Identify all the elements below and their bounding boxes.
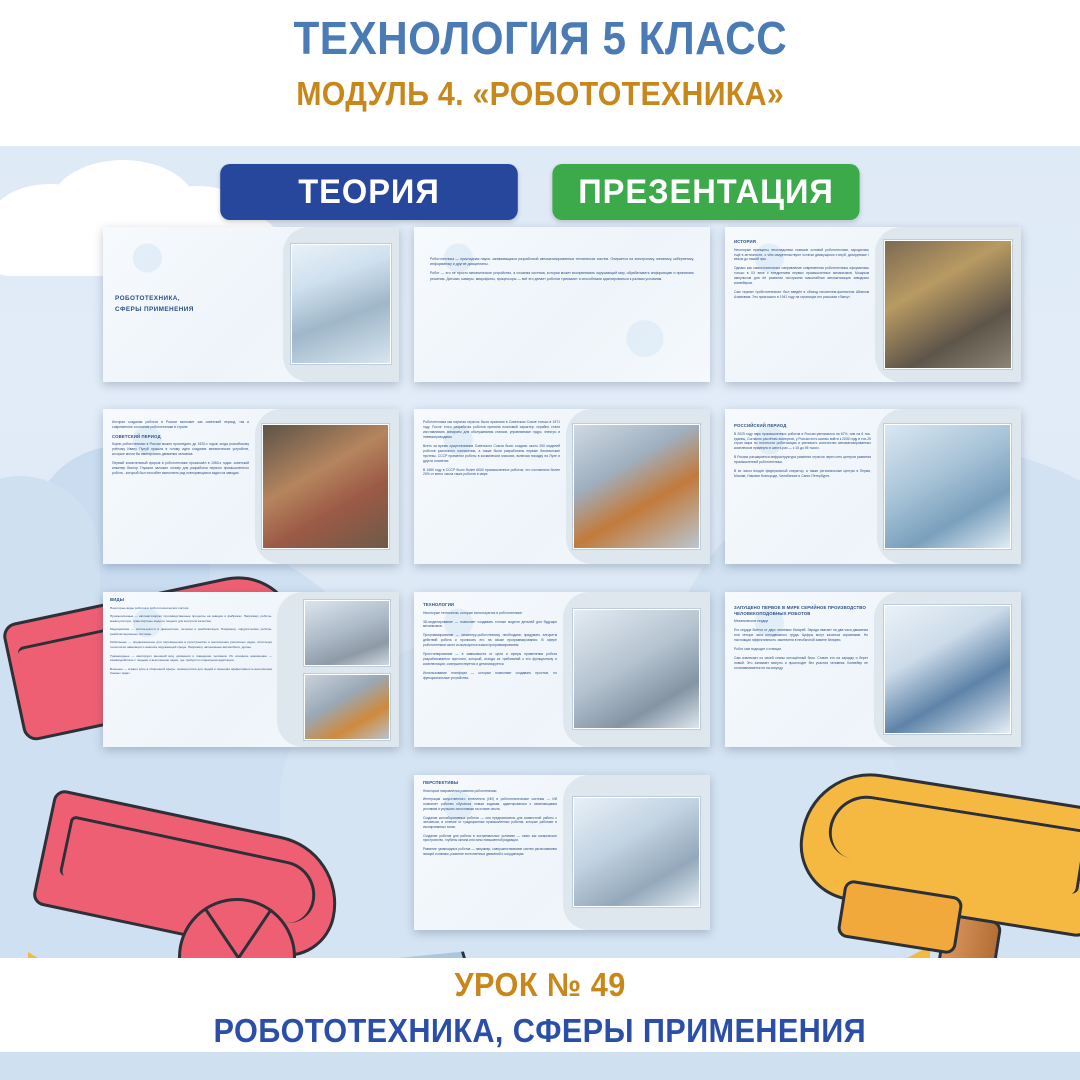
lesson-number: УРОК № 49 [454,966,626,1003]
paragraph: Робототехника как научная отрасль была п… [423,420,560,439]
paragraph: Некоторые направления развития робототех… [423,788,498,793]
page-subtitle: МОДУЛЬ 4. «РОБОТОТЕХНИКА» [296,74,784,112]
slide-thumbnail[interactable]: ПЕРСПЕКТИВЫ Некоторые направления развит… [414,775,710,930]
paragraph: Интеграция искусственного интеллекта (ИИ… [423,797,557,811]
slide-thumbnail[interactable]: Робототехника — прикладная наука, занима… [414,227,710,382]
slide-thumbnail-grid: РОБОТОТЕХНИКА, СФЕРЫ ПРИМЕНЕНИЯ Робототе… [103,227,1021,957]
paragraph: В их число входят федеральный оператор, … [734,469,871,479]
slide-heading: ПЕРСПЕКТИВЫ [423,780,459,785]
paragraph: Программирование — инженеру-робототехник… [423,633,557,648]
paragraph: Его сердце бьётся от двух литиевых батар… [734,628,868,642]
slide-heading: ВИДЫ [110,597,125,602]
paragraph: Робот сам подходит к станции. [734,646,782,651]
slide-title-text: РОБОТОТЕХНИКА, СФЕРЫ ПРИМЕНЕНИЯ [103,227,399,382]
paragraph: Некоторые принципы, впоследствии ставшие… [734,247,869,262]
paragraph: Медицинские — используются в диагностике… [110,627,272,636]
paragraph: Гуманоидные — имитируют внешний вид, дви… [110,653,272,663]
paragraph: В 2025 году парк промышленных роботов в … [734,431,871,451]
slide-body-text: ТЕХНОЛОГИИ Некоторые технологии, которые… [414,592,563,747]
paragraph: Промышленные — автоматизируют производст… [110,614,272,623]
yellow-shape-illustration [28,952,228,958]
slide-thumbnail[interactable]: РОБОТОТЕХНИКА, СФЕРЫ ПРИМЕНЕНИЯ [103,227,399,382]
theory-button[interactable]: ТЕОРИЯ [220,164,518,220]
paragraph: Всего за время существования Советского … [423,443,560,463]
robot-arm-lab-photo [291,244,391,364]
slide-thumbnail[interactable]: История создания роботов в России включа… [103,409,399,564]
slide-body-text: ВИДЫ Некоторые виды роботов и робототехн… [103,592,277,747]
action-button-row: ТЕОРИЯ ПРЕЗЕНТАЦИЯ [0,164,1080,220]
slide-body-text: РОССИЙСКИЙ ПЕРИОД В 2025 году парк промы… [725,409,877,564]
slide-title-line-1: РОБОТОТЕХНИКА, [115,295,180,303]
slide-body-text: Робототехника — прикладная наука, занима… [414,227,710,382]
paragraph: Создание роботов для работы в экстремаль… [423,833,557,843]
paragraph: Робототехника — прикладная наука, занима… [430,257,694,267]
slide-title-line-2: СФЕРЫ ПРИМЕНЕНИЯ [115,305,194,313]
paragraph: В России расширяется инфраструктура разв… [734,455,871,465]
paragraph: Сам извлекает из своей спины истощённый … [734,655,868,670]
industrial-robots-factory-photo [884,240,1012,369]
slide-body-text: ПЕРСПЕКТИВЫ Некоторые направления развит… [414,775,563,930]
drone-and-robots-photo [304,600,390,666]
robotic-arm-workshop-photo [573,609,700,729]
presentation-button[interactable]: ПРЕЗЕНТАЦИЯ [552,164,860,220]
paragraph: Однако как самостоятельное направление с… [734,266,869,286]
medical-robot-lab-photo [884,424,1011,549]
paragraph: История создания роботов в России включа… [112,420,249,429]
paragraph: Механическое сердце [734,619,769,624]
robot-assembly-line-photo [573,424,700,549]
paragraph: Первый значительный прорыв в робототехни… [112,461,249,476]
slide-thumbnail[interactable]: ТЕХНОЛОГИИ Некоторые технологии, которые… [414,592,710,747]
slide-body-text: История создания роботов в России включа… [103,409,255,564]
paragraph: Прототипирование — в зависимости от цели… [423,652,557,667]
car-factory-robots-photo [304,674,390,740]
paragraph: Мобильные — предназначены для перемещени… [110,640,272,650]
slide-body-text: Робототехника как научная отрасль была п… [414,409,566,564]
slide-thumbnail[interactable]: ЗАПУЩЕНО ПЕРВОЕ В МИРЕ СЕРИЙНОЕ ПРОИЗВОД… [725,592,1021,747]
lesson-title: РОБОТОТЕХНИКА, СФЕРЫ ПРИМЕНЕНИЯ [213,1012,867,1049]
poster-header: ТЕХНОЛОГИЯ 5 КЛАСС МОДУЛЬ 4. «РОБОТОТЕХН… [0,0,1080,146]
paragraph: Развитие гуманоидных роботов — например,… [423,847,557,856]
paragraph: 3D-моделирование — позволяет создавать т… [423,619,557,629]
slide-heading: ТЕХНОЛОГИИ [423,602,455,607]
paragraph: Корни робототехники в России можно просл… [112,442,249,457]
humanoid-robot-museum-photo [262,424,389,549]
paragraph: Создание коллаборативных роботов — они п… [423,815,557,829]
paragraph: В 1980 году в СССР было более 6000 промы… [423,467,560,477]
paragraph: Военные — играют роль в оборонной сфере,… [110,666,272,676]
future-robots-lab-photo [573,797,700,907]
paragraph: Использование платформ — которые позволя… [423,671,557,680]
slide-heading: ИСТОРИЯ [734,239,757,244]
page-title: ТЕХНОЛОГИЯ 5 КЛАСС [293,12,787,64]
yellow-shape-illustration [720,946,930,958]
paragraph: Робот — это не просто механическое устро… [430,271,694,281]
footer-strip [0,1052,1080,1080]
slide-thumbnail[interactable]: ВИДЫ Некоторые виды роботов и робототехн… [103,592,399,747]
slide-thumbnail[interactable]: ИСТОРИЯ Некоторые принципы, впоследствии… [725,227,1021,382]
android-humanoid-robot-photo [884,605,1011,734]
poster-footer: УРОК № 49 РОБОТОТЕХНИКА, СФЕРЫ ПРИМЕНЕНИ… [0,958,1080,1080]
slide-heading: СОВЕТСКИЙ ПЕРИОД [112,433,161,439]
paragraph: Некоторые технологии, которые используют… [423,610,523,615]
slide-body-text: ЗАПУЩЕНО ПЕРВОЕ В МИРЕ СЕРИЙНОЕ ПРОИЗВОД… [725,592,874,747]
slide-thumbnail[interactable]: Робототехника как научная отрасль была п… [414,409,710,564]
slide-heading: ЗАПУЩЕНО ПЕРВОЕ В МИРЕ СЕРИЙНОЕ ПРОИЗВОД… [734,605,866,616]
slide-body-text: ИСТОРИЯ Некоторые принципы, впоследствии… [725,227,875,382]
slide-thumbnail[interactable]: РОССИЙСКИЙ ПЕРИОД В 2025 году парк промы… [725,409,1021,564]
slide-heading: РОССИЙСКИЙ ПЕРИОД [734,423,787,428]
paragraph: Сам термин «робототехника» был введён в … [734,290,869,300]
paragraph: Некоторые виды роботов и робототехническ… [110,605,190,610]
